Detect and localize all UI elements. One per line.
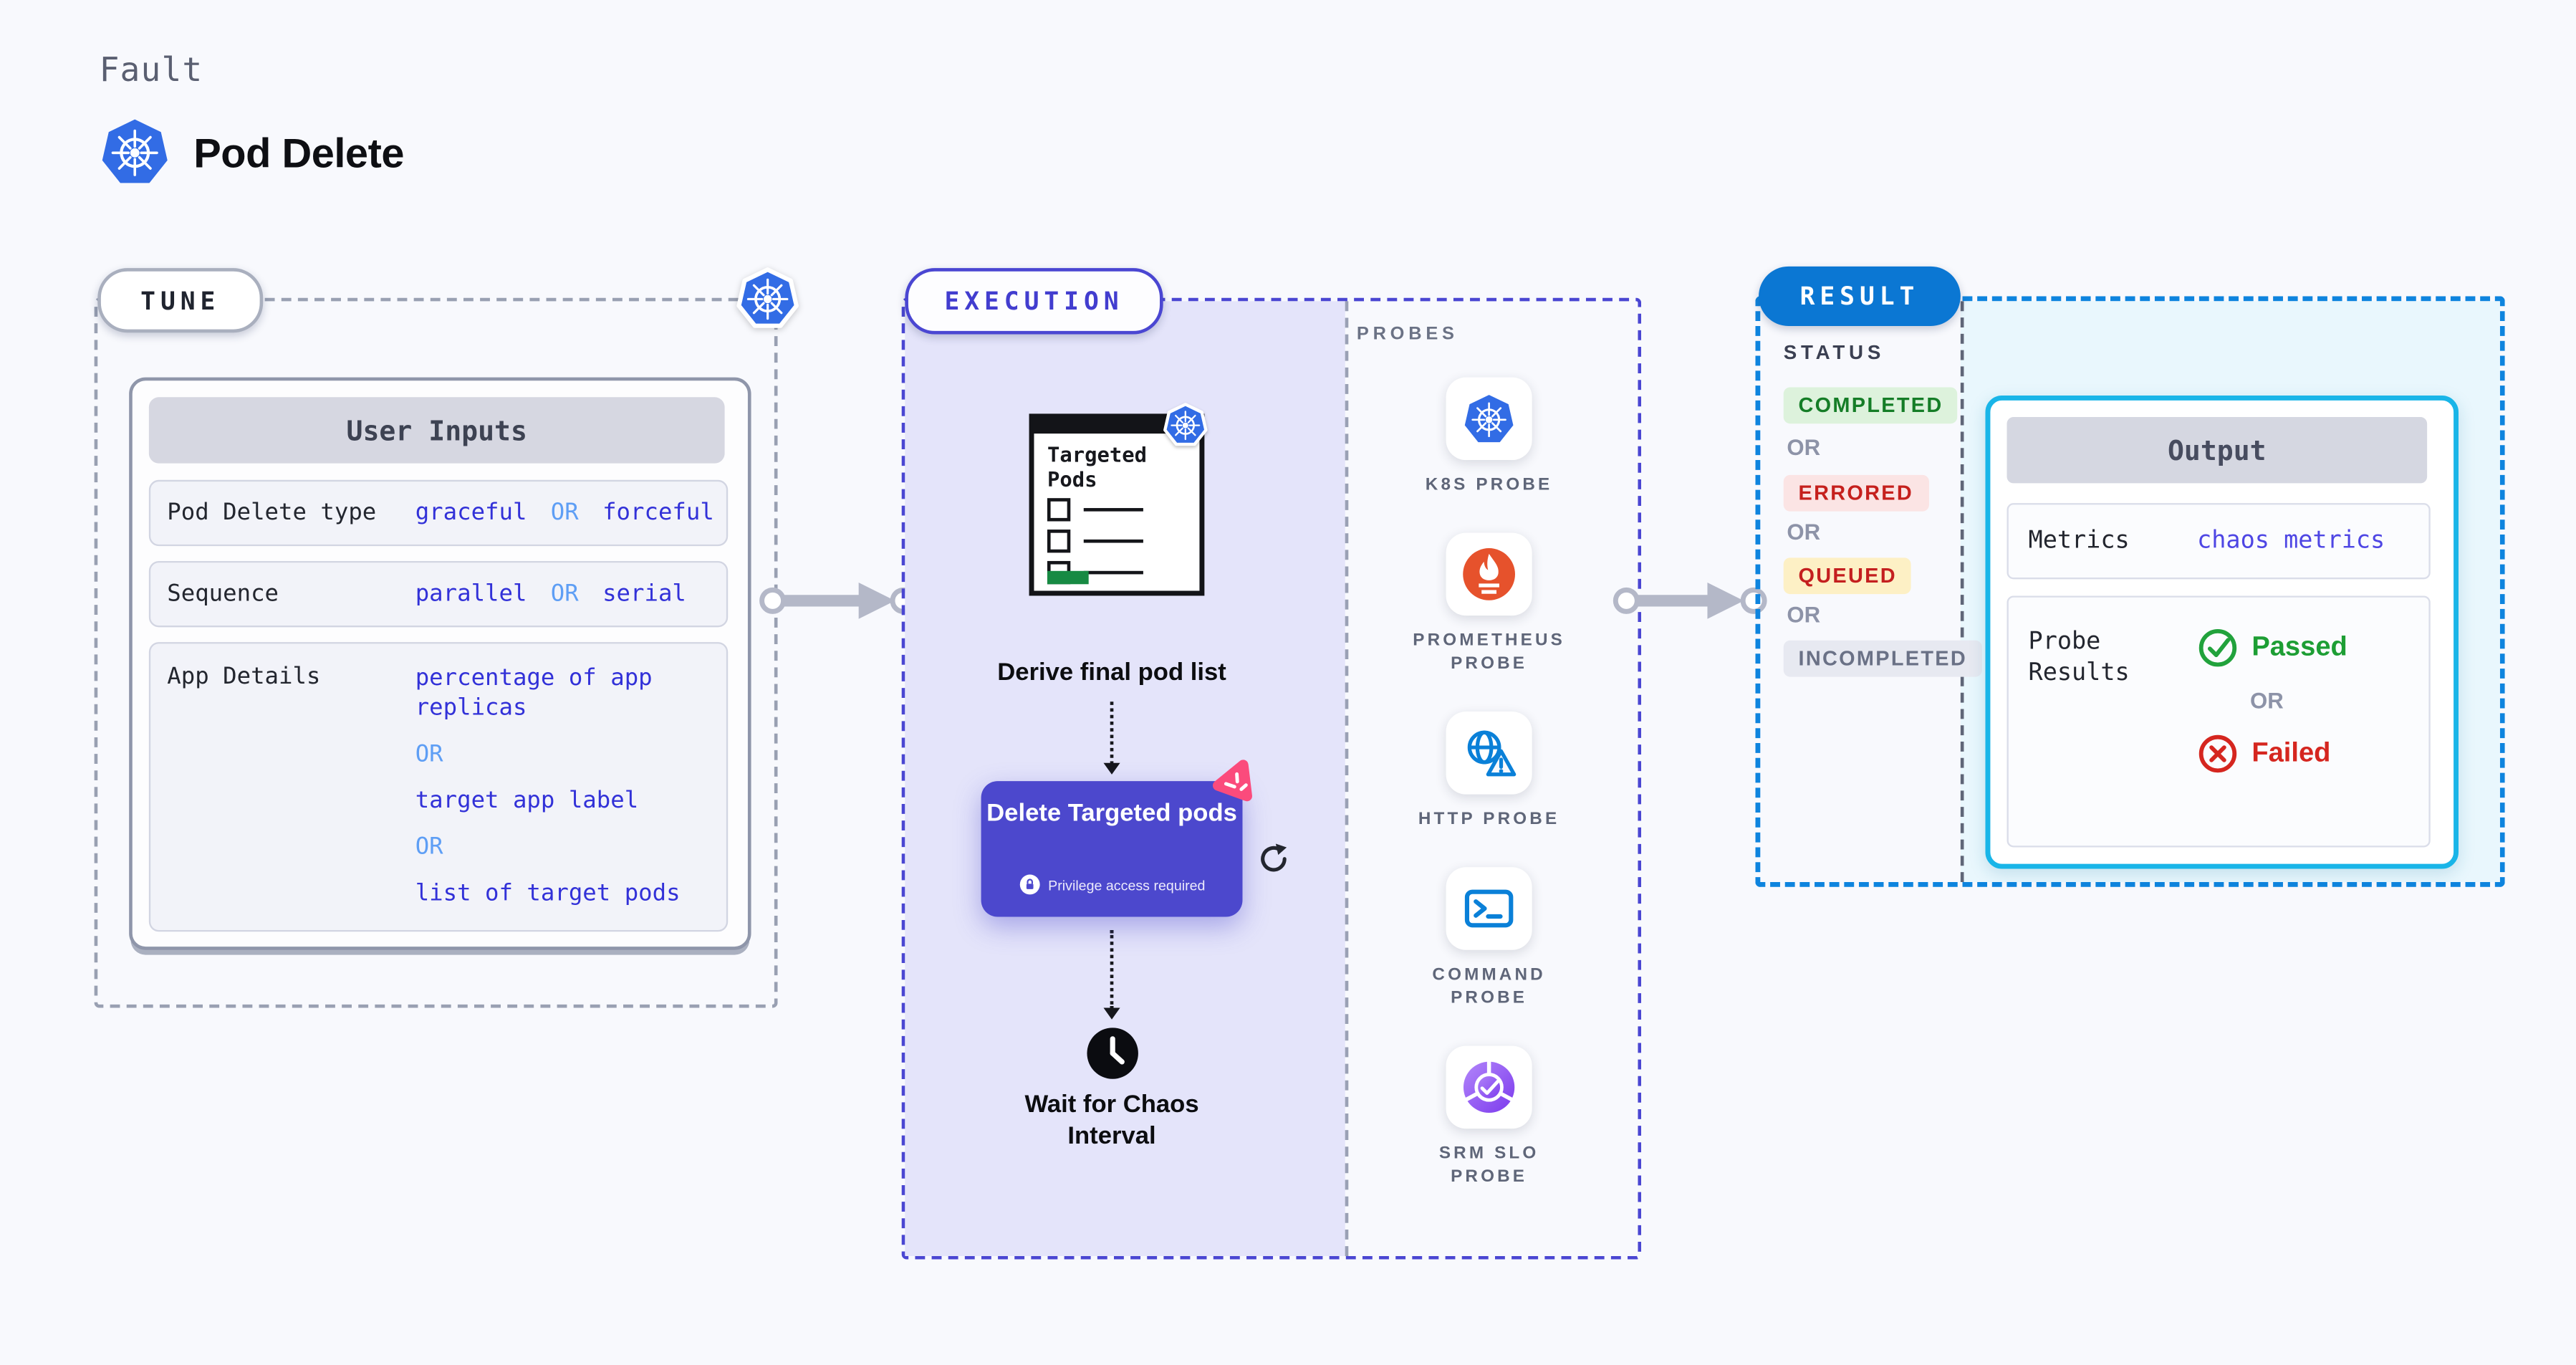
kubernetes-icon bbox=[736, 267, 799, 330]
or-separator: OR bbox=[1787, 602, 1821, 628]
output-card: Output Metrics chaos metrics Probe Resul… bbox=[1985, 395, 2459, 869]
check-circle-icon bbox=[2198, 628, 2237, 667]
delete-node-title: Delete Targeted pods bbox=[986, 799, 1237, 828]
flow-connector bbox=[1110, 701, 1114, 765]
refresh-icon bbox=[1261, 843, 1287, 872]
slo-pie-icon bbox=[1458, 1056, 1521, 1119]
status-heading: STATUS bbox=[1783, 340, 1885, 365]
kubernetes-icon bbox=[1163, 402, 1208, 446]
progress-bar bbox=[1047, 570, 1089, 585]
passed-item: Passed bbox=[2197, 627, 2347, 669]
line bbox=[1083, 570, 1143, 575]
clock-icon bbox=[1087, 1028, 1138, 1079]
flow-connector bbox=[1110, 929, 1114, 1010]
row-label: Sequence bbox=[167, 580, 279, 608]
or-separator: OR bbox=[550, 499, 579, 527]
line bbox=[1083, 539, 1143, 543]
or-separator: OR bbox=[1787, 519, 1821, 545]
document-title-bar bbox=[1032, 417, 1191, 434]
line bbox=[1083, 508, 1143, 512]
arrow-tune-to-execution bbox=[759, 582, 917, 619]
row-app-details: App Details percentage of app replicas O… bbox=[148, 642, 729, 932]
row-pod-delete-type: Pod Delete type graceful OR forceful bbox=[148, 479, 729, 547]
probe-label: HTTP PROBE bbox=[1418, 809, 1560, 830]
probe-tile-http bbox=[1446, 712, 1532, 795]
user-inputs-card: User Inputs Pod Delete type graceful OR … bbox=[129, 377, 751, 950]
status-badge-errored: ERRORED bbox=[1783, 474, 1928, 512]
privilege-note: Privilege access required bbox=[981, 873, 1243, 895]
fault-eyebrow: Fault bbox=[99, 49, 203, 90]
terminal-icon bbox=[1461, 881, 1517, 937]
probe-label: K8S PROBE bbox=[1425, 474, 1553, 495]
checkbox-icon bbox=[1047, 498, 1071, 522]
probe-tile-k8s bbox=[1446, 377, 1532, 461]
row-values: percentage of app replicas OR target app… bbox=[415, 664, 724, 925]
probes-panel bbox=[1345, 301, 1638, 1256]
tune-section-box bbox=[94, 297, 778, 1008]
probe-results-row: Probe Results Passed OR Faile bbox=[2007, 595, 2431, 848]
prometheus-icon bbox=[1459, 545, 1519, 604]
execution-section-pill: EXECUTION bbox=[905, 268, 1163, 335]
result-section-pill: RESULT bbox=[1759, 266, 1961, 326]
user-inputs-title: User Inputs bbox=[148, 397, 725, 464]
row-values: graceful OR forceful bbox=[415, 499, 724, 526]
kubernetes-icon bbox=[100, 116, 170, 187]
row-label: App Details bbox=[167, 664, 321, 691]
value-target-app-label: target app label bbox=[415, 787, 639, 815]
metrics-label: Metrics bbox=[2028, 527, 2130, 554]
status-badge-incompleted: INCOMPLETED bbox=[1783, 640, 1982, 677]
derive-final-pod-list-label: Derive final pod list bbox=[997, 658, 1226, 687]
checkbox-icon bbox=[1047, 530, 1071, 553]
status-badge-queued: QUEUED bbox=[1783, 557, 1912, 595]
or-separator: OR bbox=[415, 741, 443, 768]
probe-tile-command bbox=[1446, 867, 1532, 950]
probe-label: COMMAND PROBE bbox=[1432, 964, 1546, 1008]
row-sequence: Sequence parallel OR serial bbox=[148, 560, 729, 628]
privilege-label: Privilege access required bbox=[1048, 876, 1206, 894]
value-graceful: graceful bbox=[415, 499, 527, 527]
passed-label: Passed bbox=[2251, 632, 2347, 662]
probe-results-label: Probe Results bbox=[2028, 628, 2130, 687]
arrow-down-icon bbox=[1103, 762, 1120, 775]
value-parallel: parallel bbox=[415, 580, 527, 608]
value-percentage-of-app-replicas: percentage of app replicas bbox=[415, 665, 653, 722]
or-separator: OR bbox=[415, 834, 443, 861]
tune-section-pill: TUNE bbox=[97, 268, 264, 333]
probe-label: SRM SLO PROBE bbox=[1438, 1143, 1539, 1187]
document-title: Targeted Pods bbox=[1047, 441, 1148, 492]
arrow-down-icon bbox=[1103, 1007, 1120, 1020]
litmus-chaos-icon bbox=[1212, 760, 1252, 802]
failed-item: Failed bbox=[2197, 733, 2347, 775]
kubernetes-icon bbox=[1463, 392, 1516, 445]
http-globe-icon bbox=[1459, 723, 1519, 782]
targeted-pods-document: Targeted Pods bbox=[1029, 413, 1205, 596]
wait-for-chaos-interval-label: Wait for Chaos Interval bbox=[1024, 1091, 1199, 1151]
status-badge-completed: COMPLETED bbox=[1783, 387, 1959, 424]
delete-targeted-pods-node: Delete Targeted pods Privilege access re… bbox=[981, 781, 1243, 917]
probe-results-values: Passed OR Failed bbox=[2197, 627, 2347, 775]
metrics-value: chaos metrics bbox=[2197, 527, 2385, 555]
or-separator: OR bbox=[2250, 688, 2284, 714]
page-title: Pod Delete bbox=[193, 130, 405, 178]
metrics-row: Metrics chaos metrics bbox=[2007, 503, 2431, 580]
checklist-row bbox=[1047, 498, 1143, 522]
or-separator: OR bbox=[550, 580, 579, 608]
lock-icon bbox=[1019, 874, 1039, 895]
output-title: Output bbox=[2007, 417, 2428, 484]
value-serial: serial bbox=[602, 580, 686, 608]
or-separator: OR bbox=[1787, 435, 1821, 461]
row-label: Pod Delete type bbox=[167, 499, 377, 527]
value-list-of-target-pods: list of target pods bbox=[415, 880, 681, 907]
probe-tile-prometheus bbox=[1446, 532, 1532, 616]
value-forceful: forceful bbox=[602, 499, 714, 527]
arrow-execution-to-result bbox=[1613, 582, 1767, 619]
probe-tile-srm-slo bbox=[1446, 1045, 1532, 1129]
failed-label: Failed bbox=[2251, 738, 2331, 768]
probe-label: PROMETHEUS PROBE bbox=[1413, 630, 1565, 674]
x-circle-icon bbox=[2198, 734, 2237, 773]
checklist-row bbox=[1047, 530, 1143, 553]
row-values: parallel OR serial bbox=[415, 581, 696, 608]
probes-heading: PROBES bbox=[1356, 324, 1458, 345]
